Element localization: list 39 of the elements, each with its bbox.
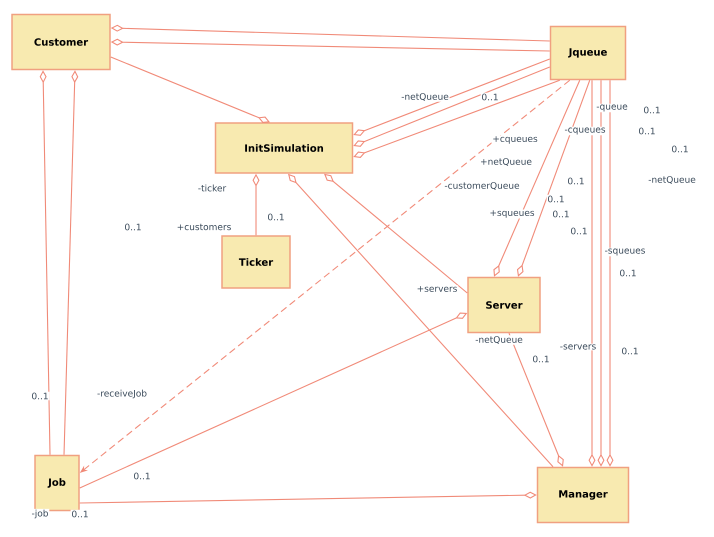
association-label: -cqueues [564, 126, 606, 136]
association-label: 0..1 [266, 212, 286, 222]
class-box: InitSimulation [214, 122, 354, 174]
association-label: -servers [559, 344, 598, 350]
association-label: +netQueue [479, 157, 533, 167]
class-box: Jqueue [550, 26, 626, 80]
association-label: 0..1 [618, 268, 638, 278]
association-label: 0..1 [30, 392, 50, 400]
association-label: -job [30, 508, 50, 520]
association-label: -queue [595, 104, 629, 112]
association-label: -receiveJob [96, 388, 148, 400]
association-label: 0..1 [546, 194, 566, 204]
association-label: -ticker [197, 184, 227, 192]
association-label: -netQueue [474, 335, 524, 345]
association-label: 0..1 [570, 226, 588, 236]
association-label: 0..1 [70, 510, 90, 518]
association-label: 0..1 [670, 144, 690, 154]
association-label: 0..1 [638, 126, 656, 136]
association-label: 0..1 [132, 472, 152, 480]
association-label: +customers [176, 222, 232, 232]
association-label: 0..1 [480, 92, 500, 102]
association-label: 0..1 [620, 346, 640, 356]
association-label: -netQueue [647, 175, 697, 185]
association-label: +servers [416, 285, 458, 293]
class-box: Ticker [221, 235, 291, 289]
association-label: 0..1 [566, 176, 586, 186]
class-box: Server [467, 276, 541, 334]
class-box: Customer [11, 14, 111, 70]
association-label: 0..1 [124, 222, 142, 232]
association-label: -squeues [604, 248, 646, 256]
association-label: +squeues [488, 209, 536, 219]
association-label: 0..1 [642, 106, 662, 114]
association-label: -customerQueue [444, 181, 520, 191]
association-label: +cqueues [492, 135, 538, 145]
class-box: Manager [536, 466, 630, 524]
aggregation-line [324, 174, 468, 294]
association-label: 0..1 [552, 210, 570, 218]
association-label: 0..1 [532, 354, 550, 364]
association-label: -netQueue [400, 92, 450, 102]
